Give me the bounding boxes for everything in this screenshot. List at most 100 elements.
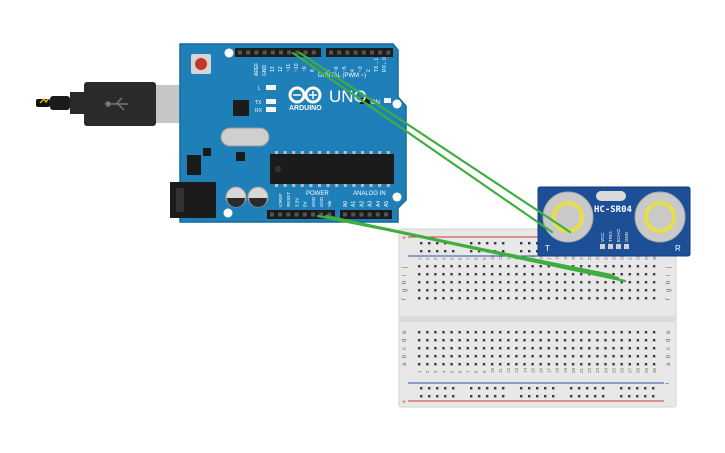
breadboard-hole[interactable] bbox=[434, 289, 437, 292]
breadboard-hole[interactable] bbox=[450, 265, 453, 268]
breadboard-hole[interactable] bbox=[555, 289, 559, 292]
breadboard-hole[interactable] bbox=[466, 281, 469, 284]
breadboard-hole[interactable] bbox=[434, 339, 437, 342]
header-pin[interactable] bbox=[287, 50, 292, 55]
rail-hole[interactable] bbox=[628, 395, 631, 398]
breadboard-hole[interactable] bbox=[652, 363, 656, 366]
breadboard-hole[interactable] bbox=[620, 339, 623, 342]
breadboard-hole[interactable] bbox=[482, 331, 486, 334]
breadboard-hole[interactable] bbox=[442, 363, 445, 366]
breadboard-hole[interactable] bbox=[539, 331, 542, 334]
breadboard-hole[interactable] bbox=[523, 265, 526, 268]
breadboard-hole[interactable] bbox=[628, 265, 631, 268]
rail-hole[interactable] bbox=[628, 387, 631, 390]
breadboard-hole[interactable] bbox=[620, 331, 623, 334]
header-pin[interactable] bbox=[302, 212, 307, 217]
rail-hole[interactable] bbox=[652, 395, 655, 398]
breadboard-hole[interactable] bbox=[571, 339, 575, 342]
rail-hole[interactable] bbox=[586, 387, 589, 390]
breadboard-hole[interactable] bbox=[596, 331, 599, 334]
breadboard-hole[interactable] bbox=[474, 273, 478, 276]
breadboard-hole[interactable] bbox=[434, 331, 437, 334]
rail-hole[interactable] bbox=[578, 395, 581, 398]
header-pin[interactable] bbox=[270, 50, 275, 55]
breadboard-hole[interactable] bbox=[482, 273, 486, 276]
breadboard-hole[interactable] bbox=[644, 289, 648, 292]
breadboard-hole[interactable] bbox=[458, 297, 461, 300]
header-pin[interactable] bbox=[254, 50, 259, 55]
breadboard-hole[interactable] bbox=[490, 347, 494, 350]
breadboard-hole[interactable] bbox=[531, 363, 534, 366]
breadboard-hole[interactable] bbox=[466, 355, 469, 358]
breadboard-hole[interactable] bbox=[555, 363, 559, 366]
breadboard-hole[interactable] bbox=[620, 281, 623, 284]
breadboard-hole[interactable] bbox=[490, 355, 494, 358]
breadboard-hole[interactable] bbox=[418, 289, 421, 292]
breadboard-hole[interactable] bbox=[539, 273, 542, 276]
breadboard-hole[interactable] bbox=[450, 281, 453, 284]
breadboard-hole[interactable] bbox=[547, 355, 550, 358]
header-pin[interactable] bbox=[262, 50, 267, 55]
header-pin[interactable] bbox=[361, 50, 366, 55]
breadboard-hole[interactable] bbox=[515, 273, 518, 276]
breadboard-hole[interactable] bbox=[547, 331, 550, 334]
rail-hole[interactable] bbox=[594, 395, 597, 398]
breadboard-hole[interactable] bbox=[636, 281, 640, 284]
breadboard-hole[interactable] bbox=[499, 355, 502, 358]
breadboard-hole[interactable] bbox=[588, 281, 591, 284]
breadboard-hole[interactable] bbox=[628, 339, 631, 342]
breadboard-hole[interactable] bbox=[466, 347, 469, 350]
breadboard-hole[interactable] bbox=[628, 331, 631, 334]
breadboard-hole[interactable] bbox=[588, 297, 591, 300]
rail-hole[interactable] bbox=[570, 387, 573, 390]
breadboard-hole[interactable] bbox=[547, 363, 550, 366]
breadboard-hole[interactable] bbox=[466, 273, 469, 276]
breadboard-hole[interactable] bbox=[515, 339, 518, 342]
rail-hole[interactable] bbox=[444, 387, 447, 390]
rail-hole[interactable] bbox=[494, 395, 497, 398]
rail-hole[interactable] bbox=[428, 395, 431, 398]
breadboard-hole[interactable] bbox=[466, 363, 469, 366]
breadboard-hole[interactable] bbox=[571, 331, 575, 334]
breadboard-hole[interactable] bbox=[644, 265, 648, 268]
rail-hole[interactable] bbox=[552, 387, 555, 390]
breadboard-hole[interactable] bbox=[507, 363, 510, 366]
rail-hole[interactable] bbox=[486, 387, 489, 390]
breadboard-hole[interactable] bbox=[531, 273, 534, 276]
header-pin[interactable] bbox=[353, 50, 358, 55]
breadboard-hole[interactable] bbox=[458, 339, 461, 342]
breadboard-hole[interactable] bbox=[604, 339, 607, 342]
breadboard-hole[interactable] bbox=[482, 289, 486, 292]
breadboard-hole[interactable] bbox=[450, 355, 453, 358]
rail-hole[interactable] bbox=[420, 242, 423, 245]
rail-hole[interactable] bbox=[528, 242, 531, 245]
breadboard-hole[interactable] bbox=[426, 297, 429, 300]
breadboard-hole[interactable] bbox=[636, 339, 640, 342]
rail-hole[interactable] bbox=[452, 250, 455, 253]
rail-hole[interactable] bbox=[502, 250, 505, 253]
rail-hole[interactable] bbox=[444, 250, 447, 253]
breadboard-hole[interactable] bbox=[644, 273, 648, 276]
breadboard-hole[interactable] bbox=[507, 265, 510, 268]
sensor-pin[interactable] bbox=[616, 244, 621, 249]
header-pin[interactable] bbox=[378, 50, 383, 55]
rail-hole[interactable] bbox=[652, 387, 655, 390]
breadboard-hole[interactable] bbox=[596, 339, 599, 342]
rail-hole[interactable] bbox=[578, 387, 581, 390]
rail-hole[interactable] bbox=[636, 395, 639, 398]
breadboard-hole[interactable] bbox=[523, 355, 526, 358]
breadboard-hole[interactable] bbox=[450, 297, 453, 300]
breadboard-hole[interactable] bbox=[523, 273, 526, 276]
header-pin[interactable] bbox=[294, 212, 299, 217]
breadboard-hole[interactable] bbox=[418, 339, 421, 342]
breadboard-hole[interactable] bbox=[571, 289, 575, 292]
breadboard-hole[interactable] bbox=[555, 331, 559, 334]
breadboard-hole[interactable] bbox=[628, 297, 631, 300]
breadboard-hole[interactable] bbox=[636, 355, 640, 358]
breadboard-hole[interactable] bbox=[523, 289, 526, 292]
rail-hole[interactable] bbox=[436, 387, 439, 390]
header-pin[interactable] bbox=[359, 212, 364, 217]
breadboard-hole[interactable] bbox=[490, 289, 494, 292]
breadboard-hole[interactable] bbox=[450, 273, 453, 276]
sensor-pin[interactable] bbox=[600, 244, 605, 249]
